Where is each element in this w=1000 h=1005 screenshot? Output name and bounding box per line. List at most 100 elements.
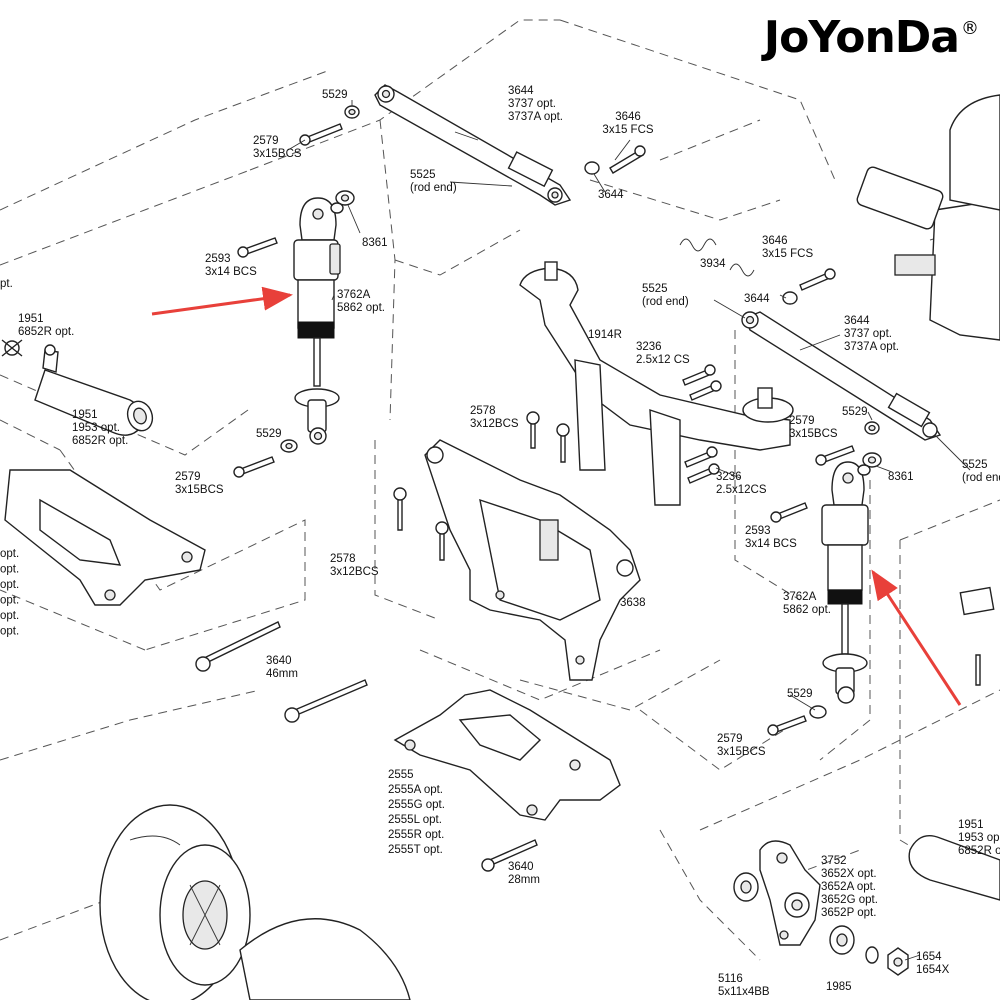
label-line: 5529 <box>842 406 868 418</box>
screws-3236 <box>682 364 722 484</box>
red-arrows <box>151 286 962 706</box>
label-1914R: 1914R <box>588 329 622 341</box>
label-line: 2579 <box>253 135 279 147</box>
label-5529-right: 5529 <box>842 406 868 418</box>
label-3644-mid: 3644 <box>744 293 770 305</box>
label-line: 5116 <box>718 973 743 985</box>
label-line: 3x12BCS <box>470 418 519 430</box>
label-line: 2579 <box>789 415 815 427</box>
screw-3646-right <box>782 268 836 305</box>
label-line: 2579 <box>717 733 743 745</box>
label-line: 28mm <box>508 874 540 886</box>
label-line: 3752 <box>821 855 847 867</box>
label-5525-right: 5525(rod end <box>962 459 1000 484</box>
label-line: 3644 <box>508 85 534 97</box>
label-line: 3652P opt. <box>821 907 876 919</box>
label-line: 3236 <box>716 471 742 483</box>
screw-2579-right <box>815 445 855 466</box>
label-8361-left: 8361 <box>362 237 388 249</box>
label-5529-top: 5529 <box>322 89 348 101</box>
label-line: 3652G opt. <box>821 894 878 906</box>
screws-2578 <box>393 411 570 561</box>
label-line: 5862 opt. <box>783 604 831 616</box>
label-line: 1951 <box>958 819 984 831</box>
bushing-8361-left <box>330 190 355 214</box>
label-line: 5525 <box>410 169 436 181</box>
label-line: 1914R <box>588 329 622 341</box>
brand-logo: JoYonDa® <box>763 12 979 63</box>
label-line: 5529 <box>256 428 282 440</box>
label-5525-mid: 5525(rod end) <box>642 283 689 308</box>
label-line: 1953 opt. <box>72 422 120 434</box>
leader-lines <box>287 100 971 961</box>
screw-2579-lower-right <box>767 705 827 736</box>
label-line: 1654X <box>916 964 950 976</box>
label-line: 3x14 BCS <box>745 538 797 550</box>
label-line: 3x15 FCS <box>602 124 653 136</box>
rear-bulkhead-3638 <box>424 439 641 681</box>
label-line: 5x11x4BB <box>718 986 770 998</box>
label-line: opt. <box>0 548 19 560</box>
label-line: 2593 <box>745 525 771 537</box>
label-line: 3x14 BCS <box>205 266 257 278</box>
label-line: 3644 <box>744 293 770 305</box>
label-line: (rod end <box>962 472 1000 484</box>
label-3638: 3638 <box>620 597 646 609</box>
label-line: 2555L opt. <box>388 814 442 826</box>
label-3934: 3934 <box>700 258 726 270</box>
label-line: 3762A <box>337 289 371 301</box>
label-line: 3x12BCS <box>330 566 379 578</box>
label-line: 1951 <box>18 313 44 325</box>
label-line: 3638 <box>620 597 646 609</box>
label-line: 8361 <box>888 471 914 483</box>
shock-absorber-right <box>821 461 869 704</box>
wheel-left <box>99 804 411 1005</box>
label-line: opt. <box>0 626 19 638</box>
label-5529-lower: 5529 <box>787 688 813 700</box>
axle-1951-left <box>34 344 154 436</box>
label-line: opt. <box>0 595 19 607</box>
shock-tower-1914R <box>519 261 794 506</box>
label-line: (rod end) <box>410 182 457 194</box>
shock-absorber-left <box>293 197 341 445</box>
screw-2593-left <box>237 237 278 258</box>
label-line: 3640 <box>266 655 292 667</box>
label-line: 3x15BCS <box>717 746 766 758</box>
suspension-arm-left <box>4 469 206 606</box>
label-1985: 1985 <box>826 981 852 993</box>
hinge-pin-3640-mid <box>284 679 368 723</box>
suspension-arm-2555 <box>393 689 621 821</box>
label-line: 3644 <box>844 315 870 327</box>
screw-2579-top <box>299 123 343 146</box>
label-line: 6852R op <box>958 845 1000 857</box>
steering-knuckle-3752 <box>759 840 821 946</box>
label-line: 1985 <box>826 981 852 993</box>
label-line: opt. <box>0 610 19 622</box>
label-line: 2578 <box>470 405 496 417</box>
screw-3646-top <box>584 145 646 175</box>
label-line: 3762A <box>783 591 817 603</box>
label-line: 5862 opt. <box>337 302 385 314</box>
label-line: 3737 opt. <box>508 98 556 110</box>
label-3644-small: 3644 <box>598 189 624 201</box>
label-line: 3737 opt. <box>844 328 892 340</box>
label-line: 1953 op <box>958 832 1000 844</box>
small-bushing-5529-top <box>344 105 360 119</box>
